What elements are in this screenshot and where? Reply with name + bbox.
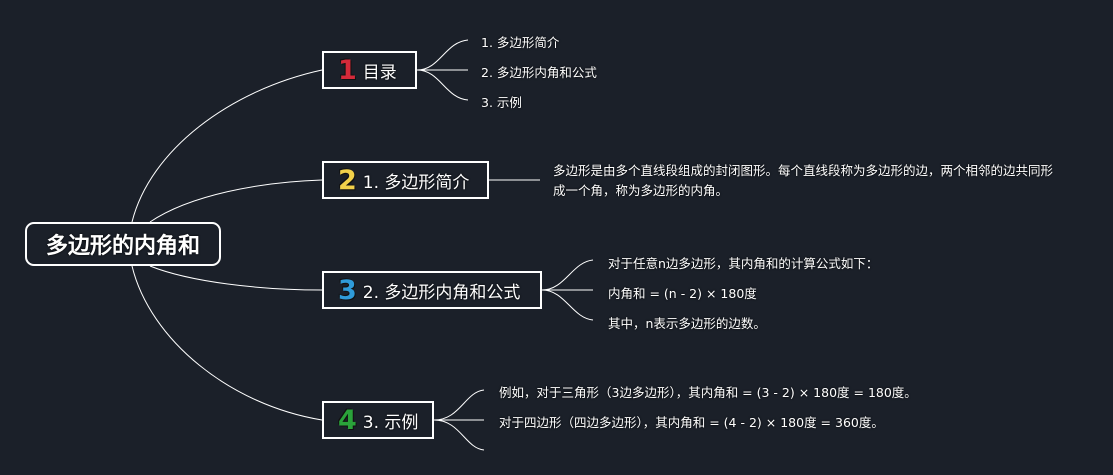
number-2-icon: 2: [338, 164, 357, 196]
branch-angle-sum-formula-label: 2. 多边形内角和公式: [362, 282, 521, 303]
branch-examples[interactable]: 4 3. 示例: [322, 401, 434, 439]
leaf-connectors: [416, 39, 594, 451]
number-3-icon: 3: [338, 274, 357, 306]
connector-b1-leaf-3: [416, 69, 469, 101]
root-connectors: [131, 69, 323, 421]
branch-polygon-intro[interactable]: 2 1. 多边形简介: [322, 161, 489, 199]
connector-root-branch-4: [131, 265, 323, 421]
polygon-intro-text[interactable]: 多边形是由多个直线段组成的封闭图形。每个直线段称为多边形的边，两个相邻的边共同形…: [553, 163, 1054, 198]
root-topic[interactable]: 多边形的内角和: [25, 222, 221, 266]
connector-b1-leaf-1: [416, 39, 469, 71]
contents-item-1[interactable]: 1. 多边形简介: [481, 35, 560, 50]
connector-root-branch-3: [149, 265, 323, 291]
example-item-1[interactable]: 例如，对于三角形（3边多边形），其内角和 = (3 - 2) × 180度 = …: [499, 385, 917, 400]
branch-angle-sum-formula[interactable]: 3 2. 多边形内角和公式: [322, 271, 542, 309]
branch-examples-label: 3. 示例: [362, 412, 419, 433]
contents-item-2[interactable]: 2. 多边形内角和公式: [481, 65, 597, 80]
number-1-icon: 1: [338, 54, 357, 86]
branch-polygon-intro-label: 1. 多边形简介: [362, 172, 470, 193]
connector-root-branch-1: [131, 69, 323, 223]
branch-contents[interactable]: 1 目录: [322, 51, 417, 89]
formula-item-3[interactable]: 其中，n表示多边形的边数。: [608, 316, 766, 331]
root-topic-label: 多边形的内角和: [45, 234, 200, 259]
number-4-icon: 4: [338, 404, 357, 436]
formula-item-2[interactable]: 内角和 = (n - 2) × 180度: [608, 286, 757, 301]
formula-item-1[interactable]: 对于任意n边多边形，其内角和的计算公式如下：: [608, 256, 879, 271]
example-item-2[interactable]: 对于四边形（四边多边形），其内角和 = (4 - 2) × 180度 = 360…: [499, 415, 884, 430]
branch-contents-label: 目录: [362, 62, 397, 83]
connector-b4-leaf-3: [433, 419, 485, 451]
connector-root-branch-2: [149, 179, 323, 223]
connector-b3-leaf-1: [541, 259, 594, 291]
connector-b3-leaf-3: [541, 289, 594, 321]
connector-b4-leaf-1: [433, 389, 485, 421]
contents-item-3[interactable]: 3. 示例: [481, 95, 522, 110]
